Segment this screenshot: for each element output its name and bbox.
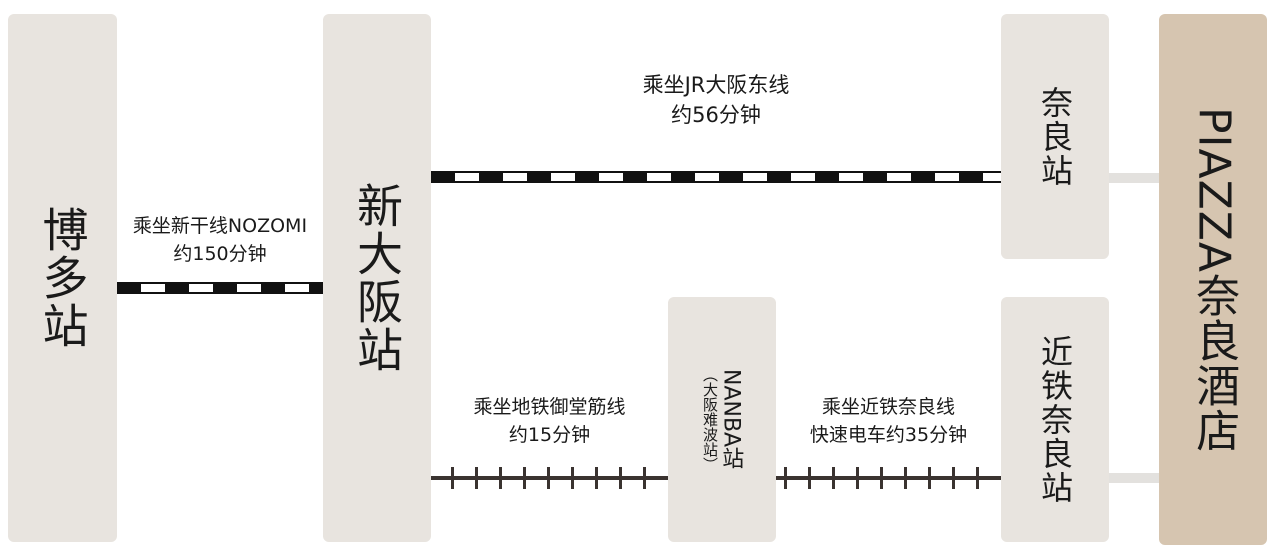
shinkansen-time: 约150分钟 [173, 242, 267, 265]
kintetsu-nara-station-box: 近铁奈良站 [1001, 297, 1109, 542]
kintetsu-rail [776, 476, 1001, 480]
rail-tie [832, 467, 835, 489]
rail-tie [595, 467, 598, 489]
rail-tie [904, 467, 907, 489]
rail-tie [880, 467, 883, 489]
kintetsu-time: 快速电车约35分钟 [809, 423, 968, 446]
hotel-label: PIAZZA奈良酒店 [1188, 106, 1240, 453]
kintetsu-label: 乘坐近铁奈良线 快速电车约35分钟 [776, 394, 1001, 449]
jr-line-name: 乘坐JR大阪东线 [642, 73, 790, 97]
hakata-station-label: 博多站 [35, 206, 90, 350]
shinkansen-line-name: 乘坐新干线NOZOMI [132, 215, 308, 237]
shin-osaka-station-box: 新大阪站 [323, 14, 431, 542]
kintetsu-hotel-connector [1109, 473, 1159, 483]
nara-station-box: 奈良站 [1001, 14, 1109, 259]
nara-station-label: 奈良站 [1036, 85, 1074, 188]
subway-label: 乘坐地铁御堂筋线 约15分钟 [431, 394, 668, 449]
rail-tie [499, 467, 502, 489]
kintetsu-nara-station-label: 近铁奈良站 [1036, 334, 1074, 505]
rail-tie [856, 467, 859, 489]
rail-tie [619, 467, 622, 489]
rail-tie [976, 467, 979, 489]
jr-label: 乘坐JR大阪东线 约56分钟 [431, 70, 1001, 131]
namba-station-box: NANBA站 （大阪难波站） [668, 297, 776, 542]
subway-time: 约15分钟 [508, 423, 591, 446]
shin-osaka-station-label: 新大阪站 [350, 182, 404, 374]
shinkansen-track [117, 282, 323, 294]
rail-tie [547, 467, 550, 489]
hakata-station-box: 博多站 [8, 14, 117, 542]
shinkansen-label: 乘坐新干线NOZOMI 约150分钟 [117, 213, 323, 268]
rail-tie [571, 467, 574, 489]
kintetsu-ties [776, 467, 1001, 489]
kintetsu-line-name: 乘坐近铁奈良线 [821, 396, 955, 418]
subway-ties [431, 467, 668, 489]
rail-tie [643, 467, 646, 489]
hotel-box: PIAZZA奈良酒店 [1159, 14, 1267, 545]
rail-tie [808, 467, 811, 489]
namba-station-label: NANBA站 [718, 369, 744, 470]
rail-tie [451, 467, 454, 489]
jr-track [431, 171, 1001, 183]
jr-time: 约56分钟 [671, 103, 761, 128]
rail-tie [523, 467, 526, 489]
rail-tie [952, 467, 955, 489]
namba-station-labels: NANBA站 （大阪难波站） [700, 367, 744, 472]
namba-station-sublabel: （大阪难波站） [700, 367, 719, 472]
rail-tie [475, 467, 478, 489]
rail-tie [928, 467, 931, 489]
rail-tie [784, 467, 787, 489]
nara-hotel-connector [1109, 173, 1159, 183]
subway-line-name: 乘坐地铁御堂筋线 [473, 396, 626, 418]
